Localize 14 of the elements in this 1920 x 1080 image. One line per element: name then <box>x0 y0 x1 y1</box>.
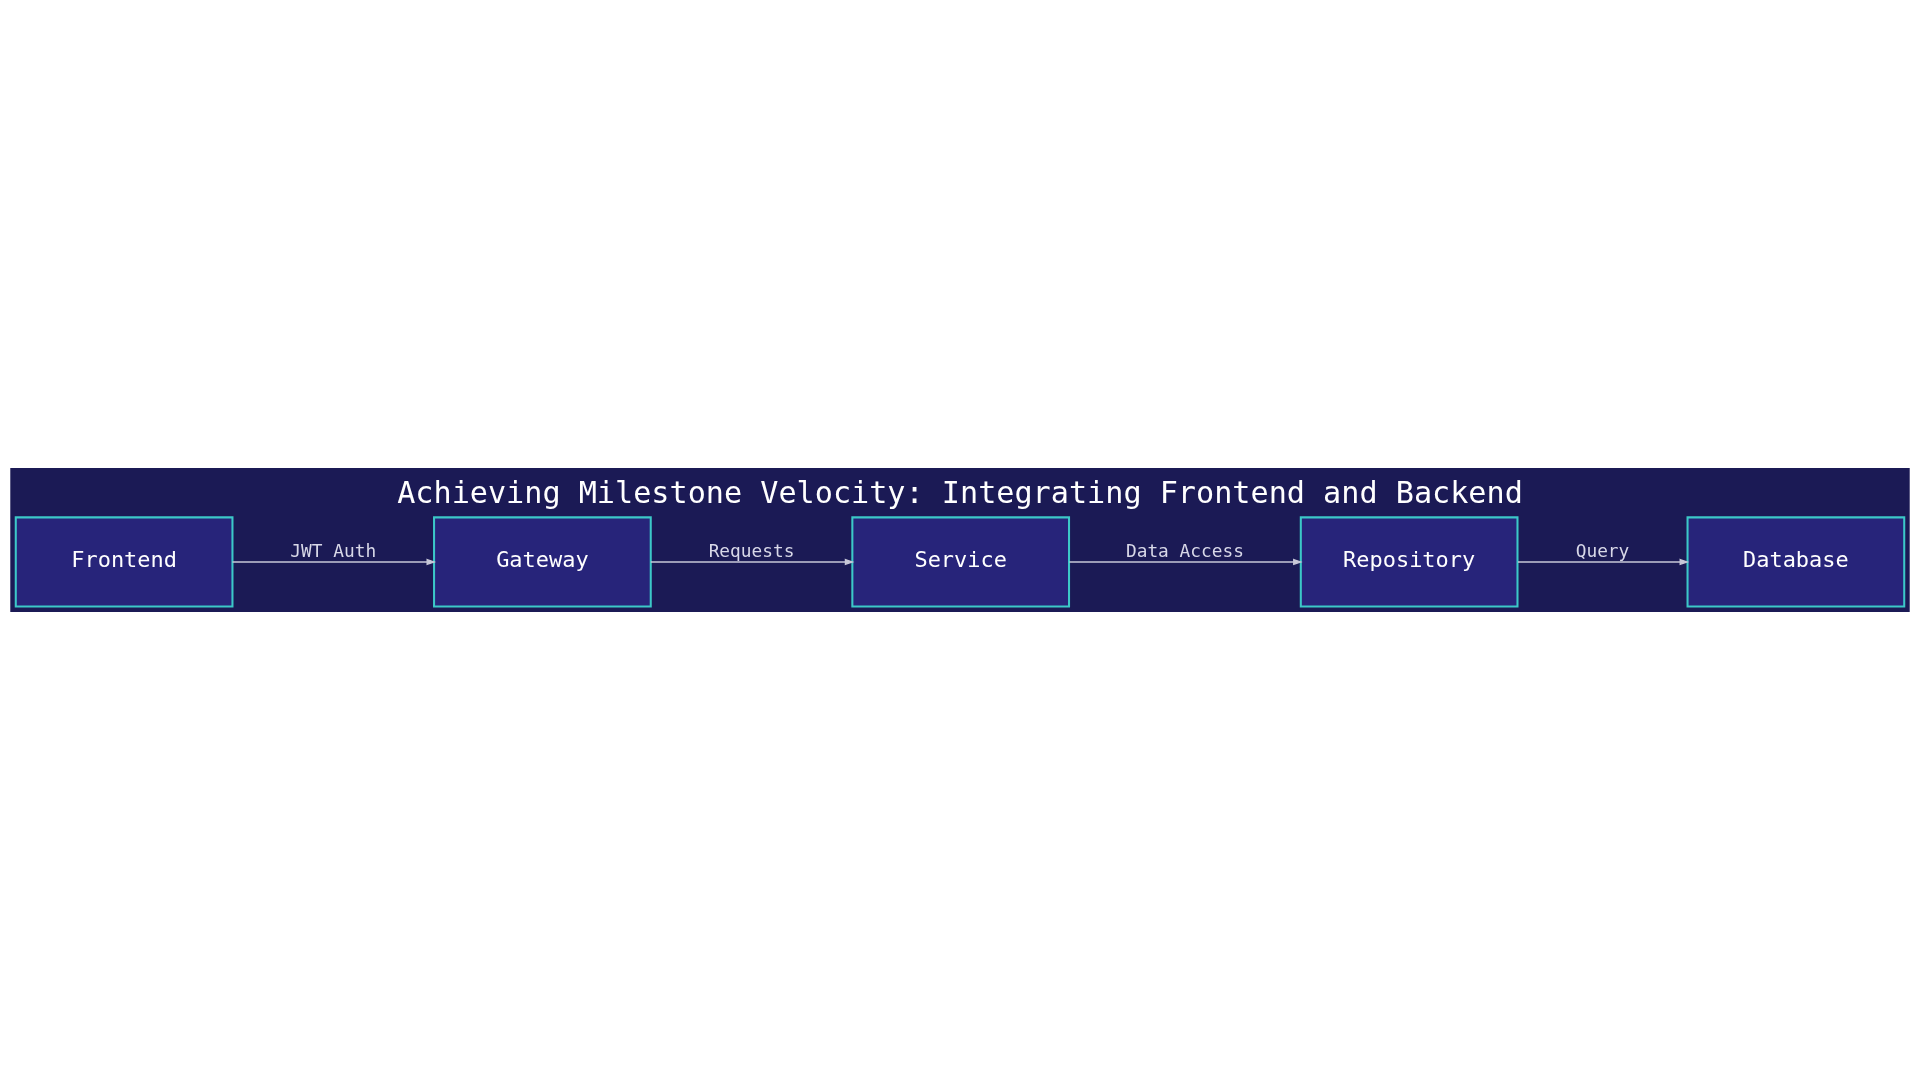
node-box: Gateway <box>433 516 652 608</box>
edge-label: Requests <box>708 540 795 562</box>
edge-label: Data Access <box>1125 540 1244 562</box>
node-box: Database <box>1686 516 1906 608</box>
edge-label: Query <box>1575 540 1630 562</box>
arrow <box>231 558 437 566</box>
node-box: Repository <box>1299 516 1519 608</box>
arrow <box>1517 558 1690 566</box>
arrow <box>650 558 855 566</box>
node-box: Service <box>851 516 1071 608</box>
edge-label: JWT Auth <box>290 540 377 562</box>
node-box: Frontend <box>14 516 234 608</box>
diagram-title: Achieving Milestone Velocity: Integrating Frontend and Backend <box>397 475 1523 511</box>
arrow <box>1068 558 1303 566</box>
